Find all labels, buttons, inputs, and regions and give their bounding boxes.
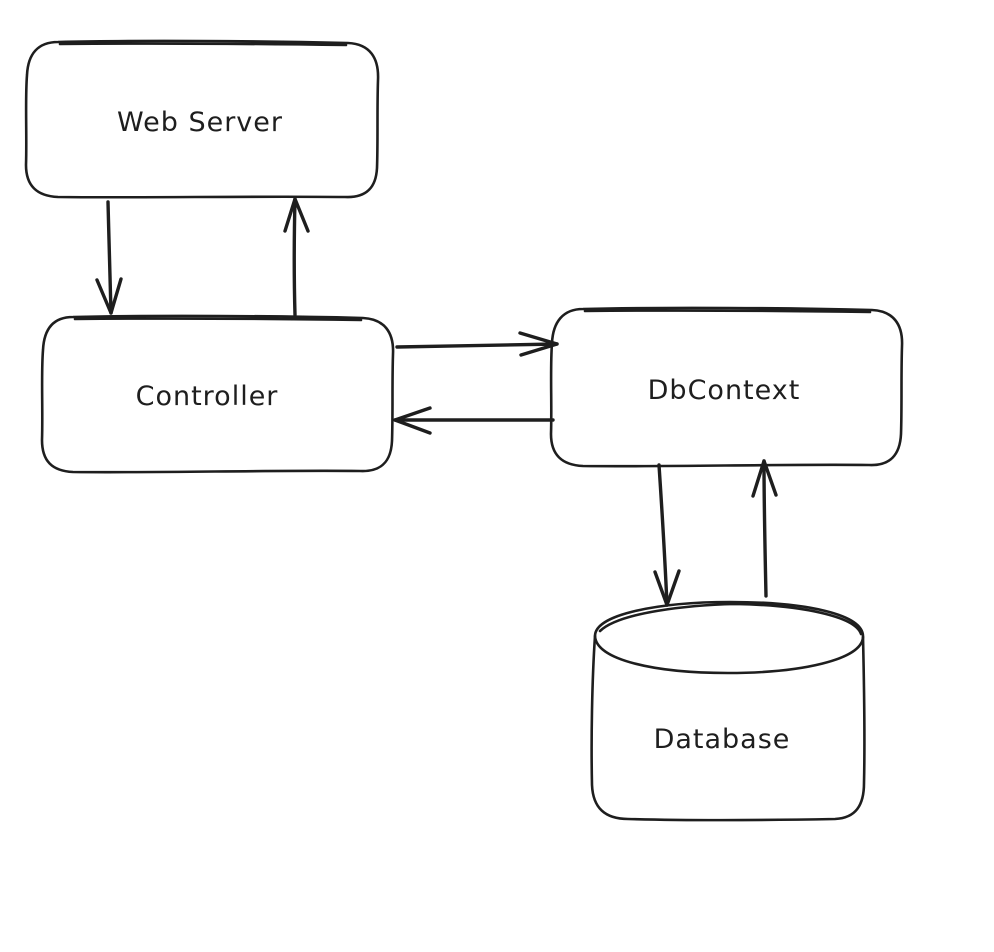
web-server-label: Web Server (117, 107, 283, 138)
web-server-node[interactable]: Web Server (24, 39, 380, 199)
arrow-controller-to-webserver (283, 197, 310, 317)
dbcontext-node[interactable]: DbContext (549, 306, 904, 468)
database-node[interactable]: Database (590, 600, 866, 822)
database-cylinder-top (593, 600, 865, 675)
arrow-database-to-dbcontext (751, 459, 778, 598)
dbcontext-label: DbContext (648, 375, 801, 406)
arrow-dbcontext-to-database (653, 463, 681, 607)
dbcontext-box (549, 306, 904, 468)
controller-box (40, 314, 395, 474)
arrow-webserver-to-controller (95, 200, 123, 315)
arrow-controller-to-dbcontext (395, 331, 559, 357)
controller-node[interactable]: Controller (40, 314, 395, 474)
arrow-dbcontext-to-controller (393, 406, 555, 435)
controller-label: Controller (136, 381, 279, 412)
web-server-box (24, 39, 380, 199)
database-label: Database (654, 724, 791, 755)
database-cylinder-body (590, 634, 866, 822)
